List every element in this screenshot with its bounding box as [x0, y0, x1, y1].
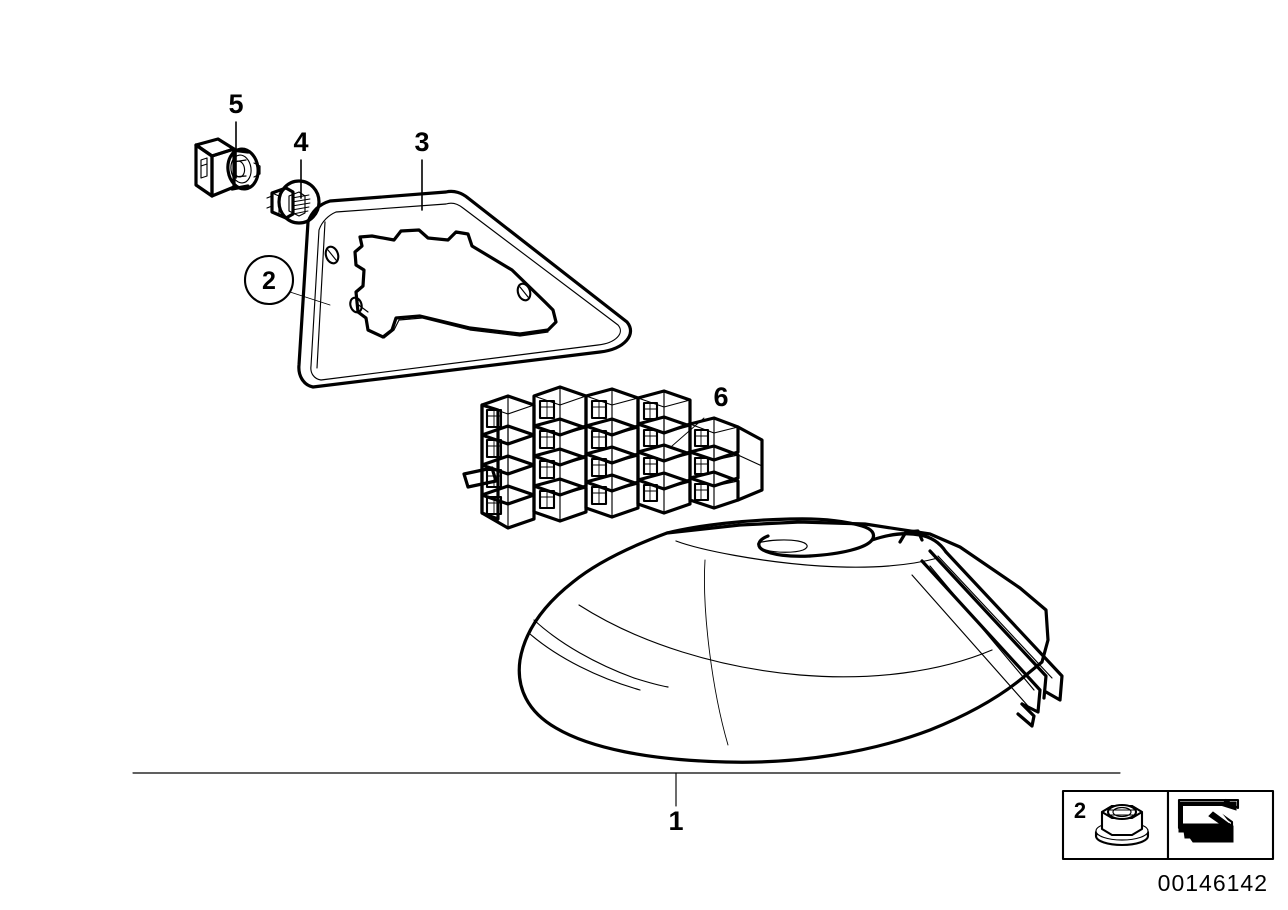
- legend-nut-box[interactable]: 2: [1061, 789, 1170, 861]
- carrier-module-row-4: [480, 470, 740, 530]
- bracket-hole-upper: [324, 245, 340, 265]
- diagram-id-number: 00146142: [1158, 870, 1268, 896]
- part-5-bulb-socket[interactable]: [194, 121, 261, 198]
- part-2-nut-callout[interactable]: [243, 254, 331, 306]
- callout-number-3: 3: [414, 127, 429, 157]
- legend-arrow-box[interactable]: [1166, 789, 1275, 861]
- callout-number-4: 4: [293, 127, 308, 157]
- callout-number-6: 6: [713, 382, 728, 412]
- assembly-bracket-1: [132, 772, 1121, 807]
- leader-line-2: [289, 291, 331, 306]
- callout-circle-2: [243, 254, 295, 306]
- direction-arrow-icon: [1177, 798, 1240, 843]
- callout-number-1: 1: [668, 806, 683, 836]
- leader-line-6: [671, 417, 705, 447]
- callout-number-2: 2: [262, 267, 276, 295]
- part-1-tail-light-assembly[interactable]: [517, 517, 1064, 764]
- legend-nut-quantity: 2: [1074, 798, 1086, 823]
- part-3-mounting-bracket[interactable]: [297, 159, 633, 389]
- part-4-bulb[interactable]: [266, 159, 321, 225]
- bracket-hole-right: [516, 282, 532, 302]
- bracket-hole-lower: [349, 296, 369, 314]
- hex-flange-nut-icon: [1094, 803, 1150, 847]
- part-6-bulb-carrier[interactable]: [462, 385, 764, 530]
- callout-number-5: 5: [228, 89, 243, 119]
